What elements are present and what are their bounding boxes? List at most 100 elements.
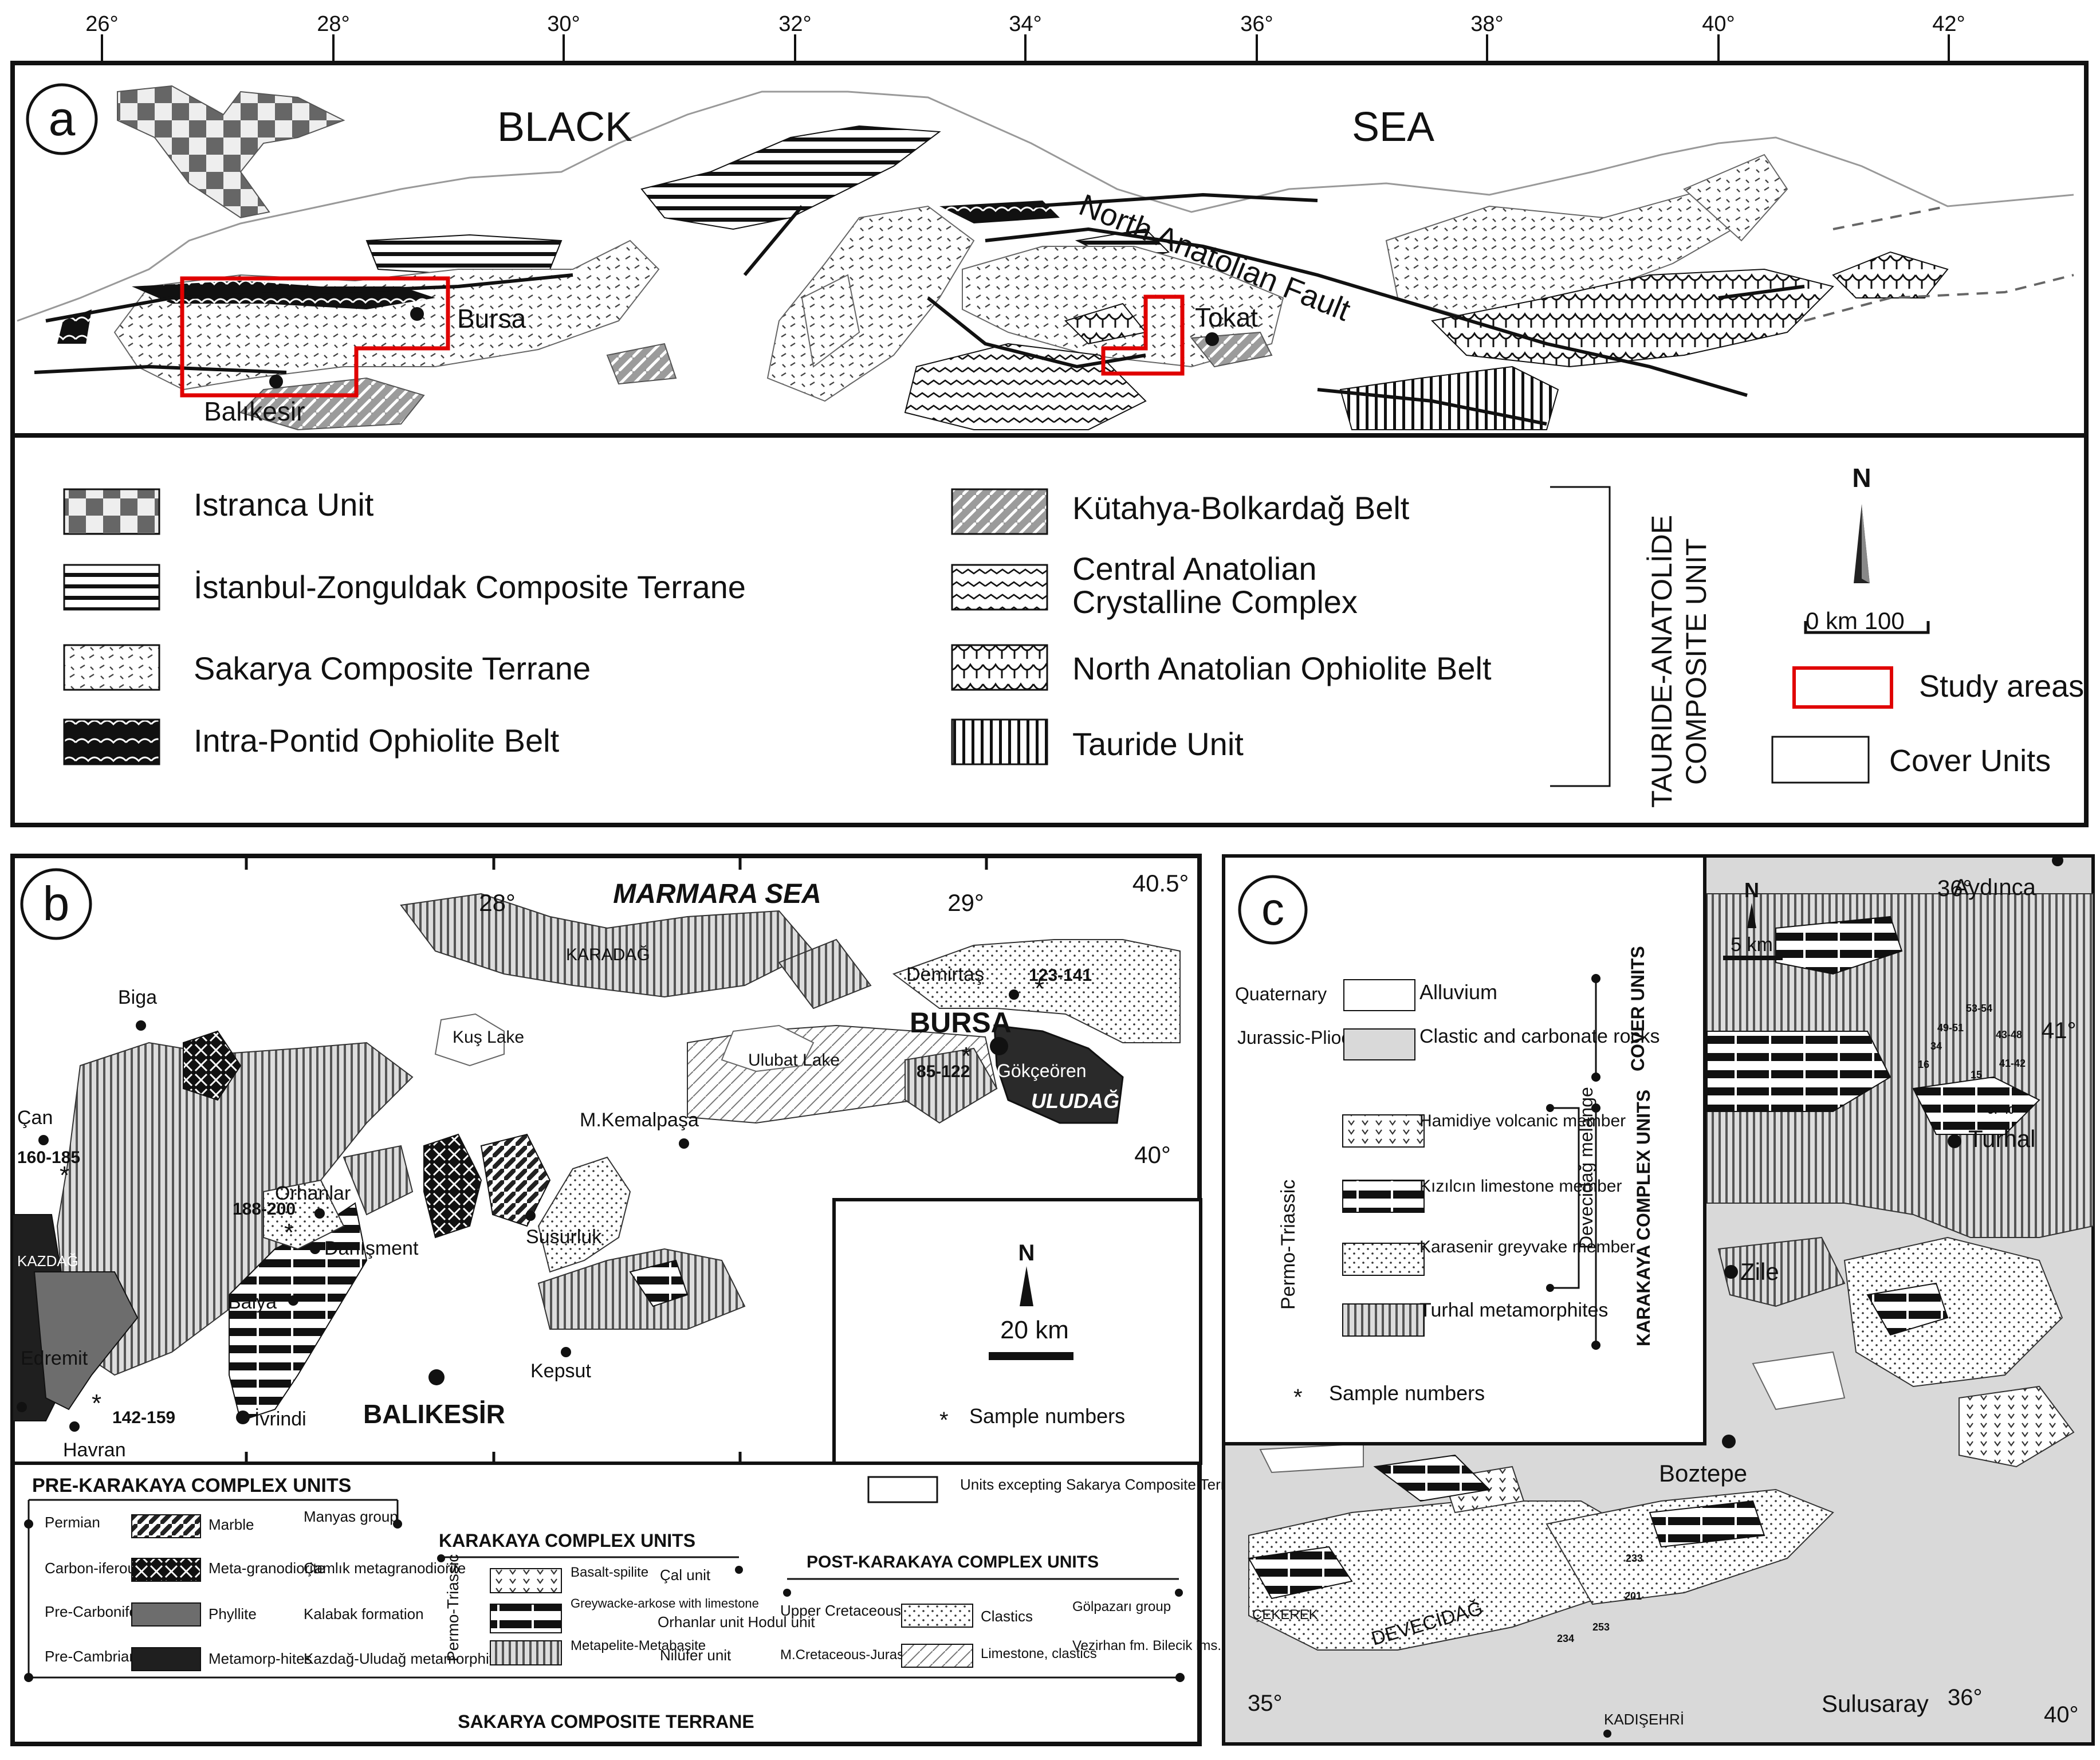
sample-star-legend: * [939,1408,949,1433]
place-kus-lake: Kuş Lake [453,1028,524,1047]
legend-central-2: Crystalline Complex [1072,584,1358,620]
leg-c-hamidiye: Hamidiye volcanic member [1419,1111,1626,1130]
panel-b-places: Biga Çan KAZDAĞ Edremit Havran Orhanlar … [17,945,1119,1461]
panel-c-samples: 53-54 49-51 43-48 34 16 15 41-42 37-40 2… [1557,1003,2026,1644]
lon-30: 30° [547,12,580,36]
coord-40: 40° [2044,1702,2079,1727]
leg-nilufer: Nilüfer unit [660,1647,732,1664]
swatch-c-hamidiye [1342,1114,1425,1148]
leg-c-kizilcin: Kızılcın limestone member [1419,1177,1622,1196]
panel-a-badge [26,83,98,155]
sample-c-233: 233 [1626,1553,1643,1564]
lon-28-b: 28° [479,889,516,916]
legend-tauride: Tauride Unit [1072,726,1244,762]
coord-35: 35° [1248,1691,1283,1716]
leg-orhanlar: Orhanlar unit Hodul unit [658,1613,815,1631]
place-can: Çan [17,1107,53,1129]
panel-b-badge [20,868,92,940]
swatch-istranca [63,488,160,535]
place-aydinca: Aydınca [1953,875,2036,900]
scale-label-c: 5 km [1731,934,1773,956]
leg-camlik: Çamlık metagranodiorite [304,1559,466,1577]
place-uludag: ULUDAĞ [1031,1089,1119,1113]
leg-c-turhal: Turhal metamorphites [1419,1299,1608,1321]
legend-istranca: Istranca Unit [194,486,374,522]
leg-c-quaternary: Quaternary [1235,984,1327,1004]
leg-carboniferous: Carbon-iferous [45,1559,143,1577]
swatch-north-anatolian [951,644,1048,691]
sample-star-4: * [961,1042,971,1070]
sample-star-c: * [1293,1385,1303,1410]
place-kazdag: KAZDAĞ [17,1252,78,1270]
leg-greywacke: Greywacke-arkose with limestone [571,1596,759,1610]
panel-c: Aydınca Turhal Zile Boztepe ÇEKEREK DEVE… [1222,854,2095,1746]
place-ulubat-lake: Ulubat Lake [748,1051,840,1070]
sample-160-185: 160-185 [17,1148,80,1167]
coord-36-bottom: 36° [1948,1685,1983,1710]
swatch-c-clastic [1343,1028,1415,1060]
place-demirtas: Demirtaş [906,964,984,985]
lat-405: 40.5° [1132,870,1189,897]
panel-c-legend-box [1222,854,1706,1445]
panel-c-badge [1238,875,1308,945]
lon-29-b: 29° [947,889,984,916]
city-marker-bursa [410,307,424,321]
sample-c-43-48: 43-48 [1996,1029,2022,1040]
city-marker-balikesir [269,375,283,388]
swatch-clastics [901,1604,973,1628]
leg-marble: Marble [209,1516,254,1533]
place-cekerek: ÇEKEREK [1252,1607,1318,1622]
sample-star-2: * [284,1219,294,1247]
leg-phyllite: Phyllite [209,1605,257,1622]
place-biga: Biga [118,987,157,1008]
leg-manyas: Manyas group [304,1508,398,1525]
place-kadisehri: KADIŞEHRİ [1604,1711,1684,1728]
lon-26: 26° [85,12,118,36]
swatch-metamorphites [131,1647,201,1671]
swatch-c-alluvium [1343,979,1415,1011]
swatch-metagranodiorite [131,1558,201,1582]
sample-numbers-b: Sample numbers [969,1404,1125,1428]
top-longitude-labels: 26° 28° 30° 32° 34° 36° 38° 40° 42° [85,12,1965,64]
scale-label-a: 0 km 100 [1806,607,1905,634]
scale-label-b: 20 km [1000,1316,1069,1344]
panel-b-label: b [43,877,70,930]
place-karadag: KARADAĞ [566,945,650,964]
swatch-tauride [951,718,1048,765]
legend-north-anatolian: North Anatolian Ophiolite Belt [1072,650,1492,686]
leg-clastics: Clastics [981,1608,1033,1625]
leg-permian: Permian [45,1514,100,1531]
coord-41: 41° [2042,1018,2077,1043]
lon-42: 42° [1932,12,1965,36]
sample-c-34: 34 [1930,1040,1942,1052]
sample-85-122: 85-122 [917,1062,970,1081]
sample-c-201: 201 [1625,1590,1642,1602]
leg-kazdag: Kazdağ-Uludağ metamorphites [304,1650,509,1667]
leg-c-cover: COVER UNITS [1627,946,1648,1071]
city-tokat: Tokat [1195,302,1258,332]
sample-star-5: * [1035,975,1044,1003]
city-bursa: Bursa [457,304,526,333]
city-marker-tokat [1205,332,1219,346]
place-orhanlar: Orhanlar [275,1182,351,1204]
panel-a-legend: Istranca Unit İstanbul-Zonguldak Composi… [10,433,2089,827]
lon-32: 32° [778,12,811,36]
sample-c-15: 15 [1971,1069,1982,1081]
lon-40: 40° [1702,12,1735,36]
leg-limestone: Limestone, clastics [981,1646,1097,1661]
place-bursa-b: BURSA [910,1007,1012,1039]
bracket-line2: COMPOSITE UNIT [1680,538,1712,785]
place-edremit: Edremit [21,1348,88,1369]
place-balikesir: BALIKESİR [363,1399,505,1429]
place-boztepe: Boztepe [1659,1460,1747,1487]
lon-28: 28° [317,12,349,36]
place-havran: Havran [63,1439,126,1461]
legend-study-areas: Study areas [1919,669,2084,704]
swatch-cover-units [1771,736,1870,784]
place-gokceoren: Gökçeören [997,1060,1087,1081]
leg-upper-cret: Upper Cretaceous [780,1602,901,1619]
swatch-intrapontid [63,718,160,765]
leg-units-except: Units excepting Sakarya Composite Terran… [960,1476,1250,1493]
study-area-east [1101,294,1185,376]
leg-kalabak: Kalabak formation [304,1605,424,1622]
